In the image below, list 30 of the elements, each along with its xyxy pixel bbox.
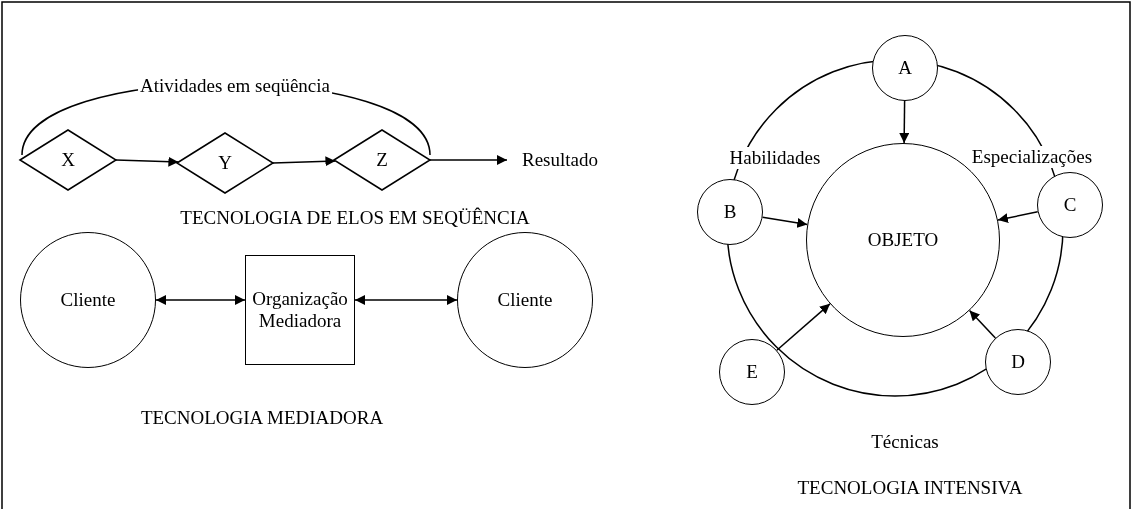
node-label: Cliente [497,289,553,311]
arrow [354,295,458,305]
process-box [245,255,355,365]
arrow [429,155,508,165]
node-label: A [898,57,912,79]
diamond-node [20,130,116,190]
ring-label: Habilidades [727,147,823,169]
node-label: Y [218,152,232,174]
arrow [115,156,180,167]
diamond-node [334,130,430,190]
arrow [968,309,997,339]
arrow [997,211,1039,223]
diamond-node [177,133,273,193]
arrow [761,216,808,228]
node-label: X [61,149,75,171]
node-label: Cliente [60,289,116,311]
node-label: B [723,201,737,223]
node-label: E [746,361,758,383]
node-label: Organização Mediadora [251,288,349,332]
result-text: Resultado [515,147,605,173]
ring-label: Especializações [969,146,1095,168]
arrow [155,295,246,305]
node-label: Z [376,149,388,171]
arrow [272,156,337,167]
arrow [776,303,831,352]
node-label: C [1063,194,1077,216]
node-label: D [1011,351,1025,373]
node-label: OBJETO [867,229,939,251]
arrow [899,100,910,144]
section-caption: TECNOLOGIA DE ELOS EM SEQÜÊNCIA [178,207,532,229]
